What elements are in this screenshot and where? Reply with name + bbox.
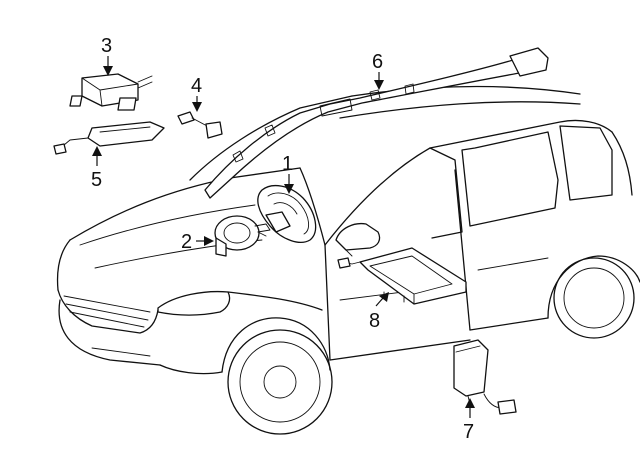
part-2-spiral-cable (214, 215, 271, 257)
part-6-curtain-airbag (204, 47, 549, 199)
part-1-steering-airbag (257, 184, 317, 243)
part-3-sensor-assembly (69, 73, 153, 111)
callout-8-label: 8 (369, 310, 380, 332)
callout-6: 6 (372, 51, 384, 90)
callout-5-label: 5 (91, 169, 102, 191)
callout-7: 7 (463, 398, 475, 443)
part-5-knee-airbag (53, 121, 165, 155)
callout-3-label: 3 (101, 35, 112, 57)
callout-7-label: 7 (463, 421, 474, 443)
part-7-side-airbag (453, 339, 517, 415)
callout-8: 8 (369, 292, 389, 332)
callout-2-label: 2 (181, 231, 192, 253)
callout-5: 5 (91, 146, 102, 191)
callout-4-label: 4 (191, 75, 202, 97)
part-4-wire-harness (177, 111, 223, 139)
part-8-passenger-module (337, 247, 467, 305)
vehicle-body (56, 85, 633, 375)
callout-4: 4 (191, 75, 202, 112)
callout-6-label: 6 (372, 51, 383, 73)
callout-1: 1 (282, 153, 294, 194)
callout-3: 3 (101, 35, 113, 76)
callout-1-label: 1 (282, 153, 293, 175)
front-wheel (221, 317, 333, 435)
callout-2: 2 (181, 231, 214, 253)
rear-wheel (547, 255, 640, 339)
